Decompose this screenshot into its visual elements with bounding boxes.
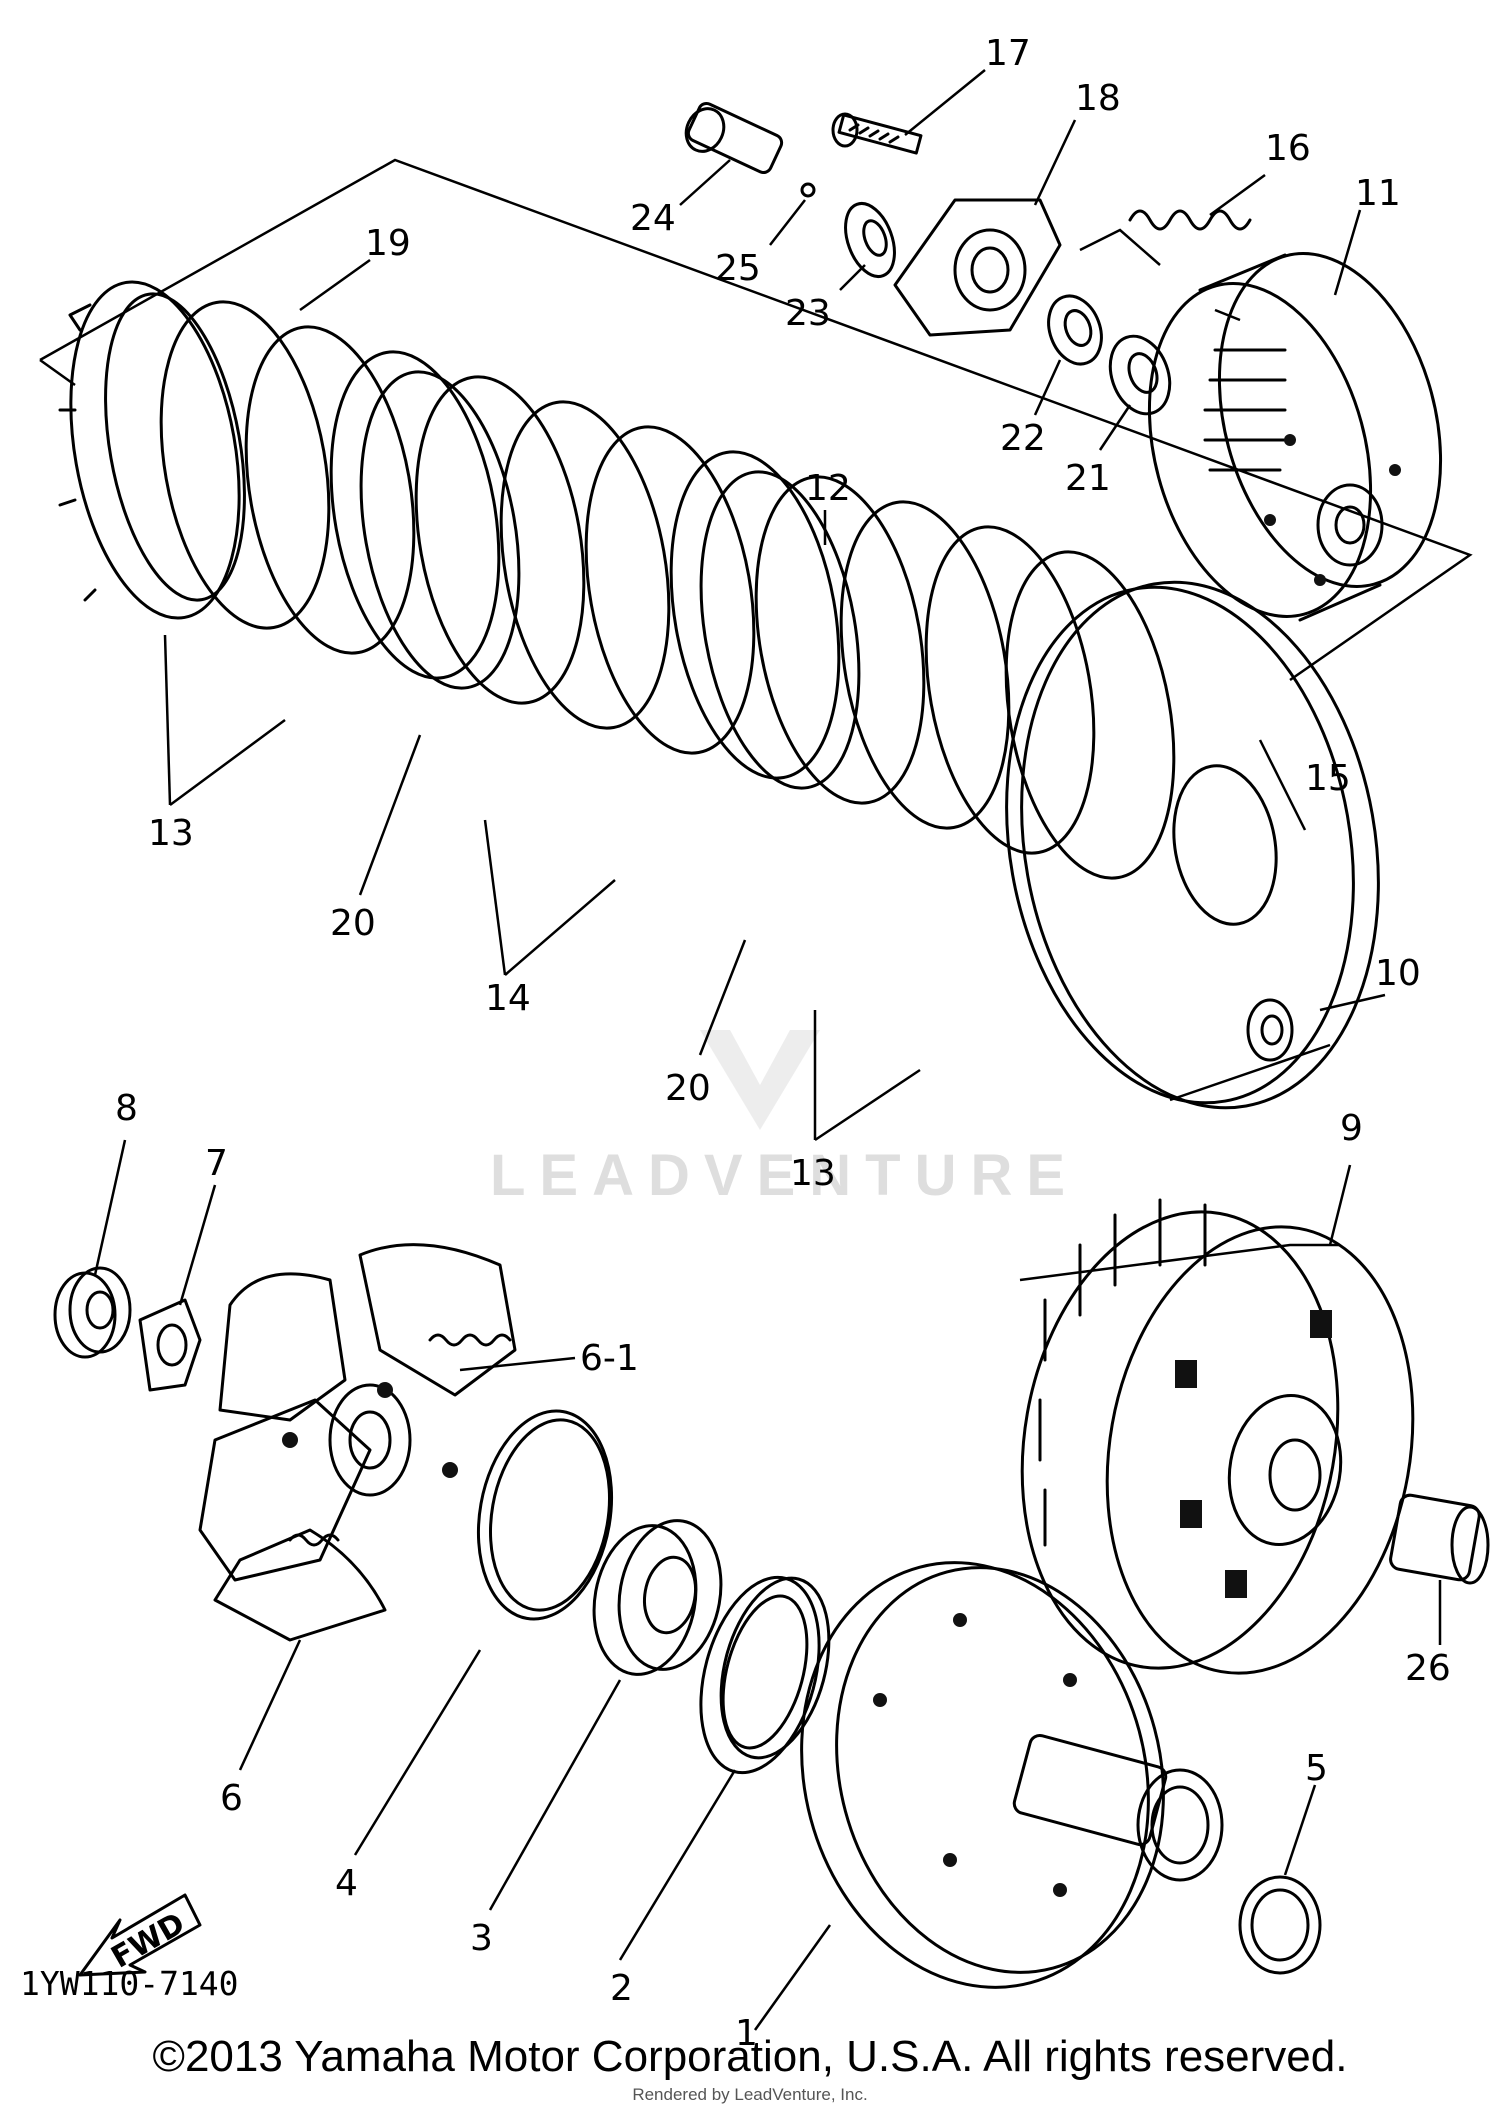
- watermark: LEADVENTURE: [490, 1143, 1079, 1208]
- callout-23: 23: [785, 293, 831, 334]
- clutch-plate-stack: [58, 280, 1176, 880]
- callout-6: 6: [220, 1778, 243, 1819]
- part-16-spring: [1079, 209, 1252, 322]
- part-4-ring: [476, 1409, 614, 1621]
- part-6-centrifugal-clutch: [198, 1243, 517, 1642]
- callout-24: 24: [630, 198, 676, 239]
- part-24-bolt: [684, 101, 784, 175]
- part-10-lock-washer: [1169, 998, 1331, 1102]
- part-2-one-way-clutch: [699, 1575, 831, 1775]
- callout-13-upper: 13: [148, 813, 194, 854]
- callout-18: 18: [1075, 78, 1121, 119]
- callout-8: 8: [115, 1088, 138, 1129]
- callout-13-lower: 13: [790, 1153, 836, 1194]
- callout-7: 7: [205, 1143, 228, 1184]
- callout-17: 17: [985, 33, 1031, 74]
- callout-5: 5: [1305, 1748, 1328, 1789]
- copyright-text: ©2013 Yamaha Motor Corporation, U.S.A. A…: [152, 2032, 1348, 2081]
- callout-14: 14: [485, 978, 531, 1019]
- part-21-lock-washer: [1108, 334, 1172, 416]
- callout-25: 25: [715, 248, 761, 289]
- callout-9: 9: [1340, 1108, 1363, 1149]
- part-9-clutch-housing: [1019, 1198, 1415, 1675]
- watermark-logo: [700, 1030, 820, 1130]
- part-25-ball: [800, 182, 816, 198]
- callout-12: 12: [805, 468, 851, 509]
- part-7-lock-washer: [138, 1298, 202, 1392]
- callout-19: 19: [365, 223, 411, 264]
- callout-4: 4: [335, 1863, 358, 1904]
- part-3-bearing: [592, 1519, 723, 1676]
- callout-15: 15: [1305, 758, 1351, 799]
- part-18-pressure-plate: [893, 198, 1062, 337]
- part-11-clutch-boss: [1147, 252, 1443, 622]
- diagram-code: 1YW110-7140: [20, 1964, 239, 2003]
- part-5-washer: [1238, 1875, 1322, 1975]
- callout-6-1: 6-1: [580, 1338, 639, 1379]
- callout-16: 16: [1265, 128, 1311, 169]
- callout-26: 26: [1405, 1648, 1451, 1689]
- part-26-collar: [1389, 1493, 1490, 1585]
- callout-10: 10: [1375, 953, 1421, 994]
- clutch-plate-assembly-bracket: [39, 158, 1473, 682]
- callout-11: 11: [1355, 173, 1401, 214]
- callout-leaders: [93, 69, 1442, 2031]
- part-1-clutch-housing: [800, 1561, 1224, 1989]
- part-8-nut: [53, 1266, 132, 1359]
- callout-1: 1: [735, 2013, 758, 2054]
- part-15-pressure-plate: [1005, 580, 1380, 1110]
- callout-20-right: 20: [665, 1068, 711, 1109]
- callout-3: 3: [470, 1918, 493, 1959]
- callout-22: 22: [1000, 418, 1046, 459]
- part-17-screw: [831, 112, 923, 155]
- callout-2: 2: [610, 1968, 633, 2009]
- callout-labels: 17 18 16 11 19 24 25 23 22 21 12 13 20 1…: [115, 33, 1451, 2054]
- callout-21: 21: [1065, 458, 1111, 499]
- callout-20-left: 20: [330, 903, 376, 944]
- rendered-by-text: Rendered by LeadVenture, Inc.: [632, 2085, 868, 2104]
- part-22-bushing: [1047, 294, 1103, 366]
- part-23-bearing: [844, 202, 896, 278]
